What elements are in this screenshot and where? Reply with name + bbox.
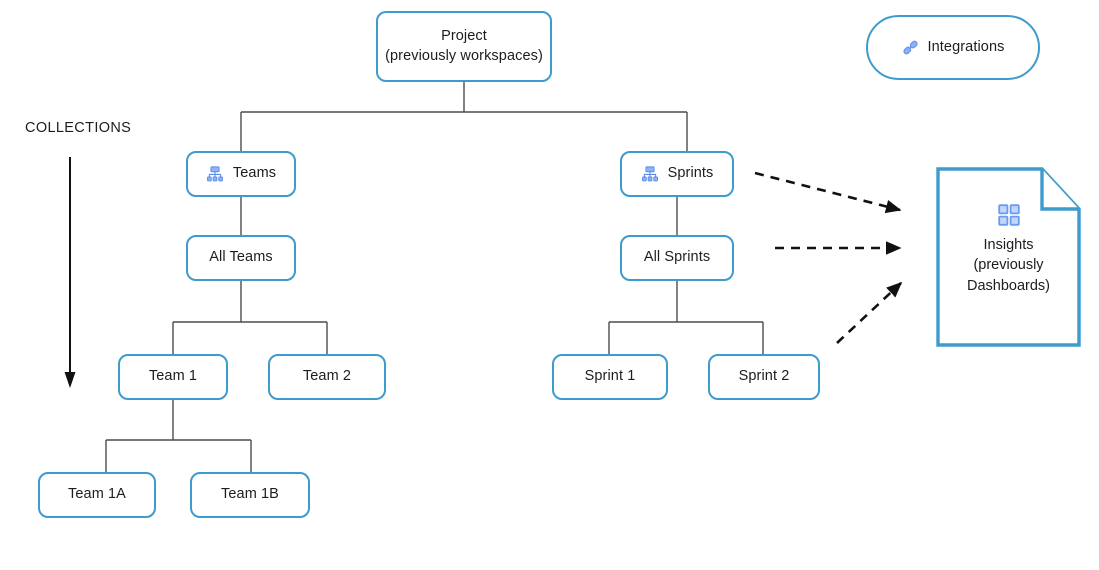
edge-sprint-2-to-insights <box>836 281 903 344</box>
node-project-label: Project (previously workspaces) <box>385 27 543 64</box>
node-team-1b[interactable]: Team 1B <box>190 472 310 518</box>
node-sprint-1[interactable]: Sprint 1 <box>552 354 668 400</box>
node-team-1b-label: Team 1B <box>221 486 279 503</box>
node-integrations-label: Integrations <box>927 38 1005 55</box>
node-teams-label: Teams <box>232 165 277 182</box>
node-sprints[interactable]: Sprints <box>620 151 734 197</box>
node-team-1a[interactable]: Team 1A <box>38 472 156 518</box>
node-sprint-2[interactable]: Sprint 2 <box>708 354 820 400</box>
node-all-sprints[interactable]: All Sprints <box>620 235 734 281</box>
node-all-teams[interactable]: All Teams <box>186 235 296 281</box>
org-chart-icon <box>206 165 224 183</box>
node-project[interactable]: Project (previously workspaces) <box>376 11 552 82</box>
org-chart-icon <box>641 165 659 183</box>
node-all-teams-label: All Teams <box>209 249 273 266</box>
node-sprints-label: Sprints <box>667 165 714 182</box>
node-sprint-1-label: Sprint 1 <box>584 368 636 385</box>
document-shape <box>936 167 1081 347</box>
node-insights-label: Insights (previously Dashboards) <box>966 237 1050 294</box>
node-sprint-2-label: Sprint 2 <box>738 368 790 385</box>
node-team-1-label: Team 1 <box>148 368 198 385</box>
node-all-sprints-label: All Sprints <box>643 249 711 266</box>
node-team-1[interactable]: Team 1 <box>118 354 228 400</box>
dashboard-grid-icon <box>997 203 1021 227</box>
node-teams[interactable]: Teams <box>186 151 296 197</box>
node-team-2[interactable]: Team 2 <box>268 354 386 400</box>
node-integrations[interactable]: Integrations <box>866 15 1040 80</box>
collections-label: COLLECTIONS <box>25 120 132 136</box>
collections-direction-arrow <box>64 157 76 388</box>
link-icon <box>902 39 919 56</box>
node-team-2-label: Team 2 <box>302 368 352 385</box>
edge-sprints-to-insights <box>754 171 902 214</box>
node-insights[interactable]: Insights (previously Dashboards) <box>936 167 1081 347</box>
node-team-1a-label: Team 1A <box>68 486 126 503</box>
